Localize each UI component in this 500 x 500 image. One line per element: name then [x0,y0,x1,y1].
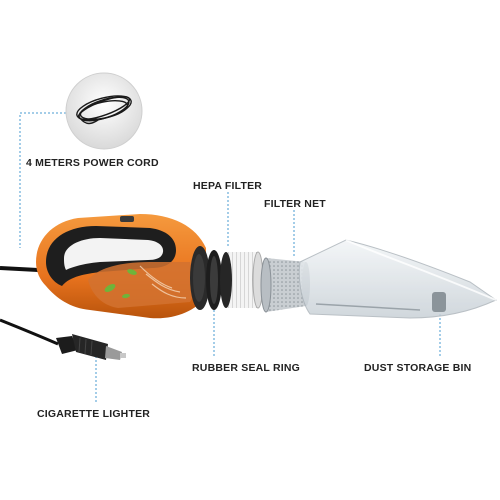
label-filter-net: FILTER NET [264,198,326,210]
label-rubber-seal-ring: RUBBER SEAL RING [192,362,301,374]
dust-bin-icon [298,239,498,319]
label-dust-storage-bin: DUST STORAGE BIN [364,362,472,374]
seal-ring-icon [206,250,222,310]
label-power-cord: 4 METERS POWER CORD [26,157,159,169]
coiled-cord-icon [65,72,143,150]
label-cigarette-lighter: CIGARETTE LIGHTER [37,408,151,420]
label-hepa-filter: HEPA FILTER [193,180,263,192]
hepa-filter-icon [220,251,264,309]
cigarette-lighter-plug-icon [0,318,126,360]
vacuum-body-icon [36,214,210,319]
power-cord-line [0,266,39,272]
leader-power-cord [19,112,66,248]
